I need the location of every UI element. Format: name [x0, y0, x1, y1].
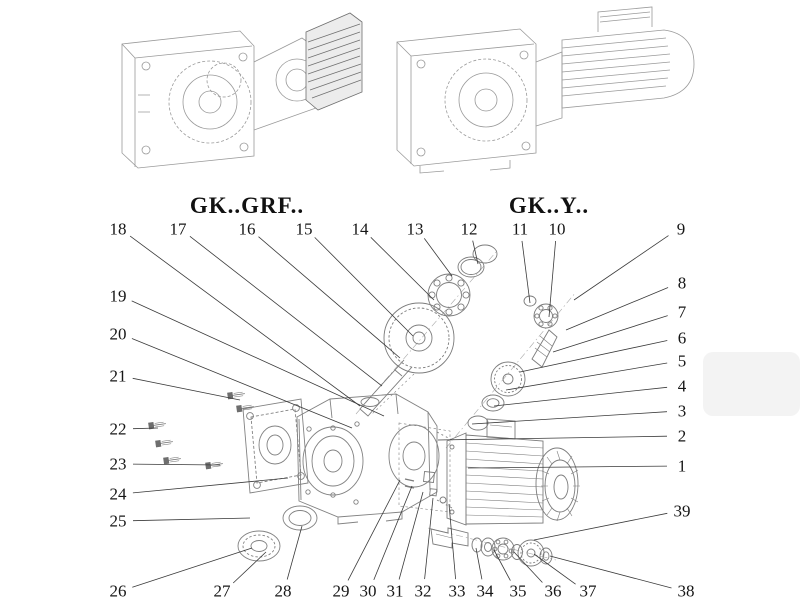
part-number-12: 12 — [460, 219, 478, 239]
leader-line-22 — [132, 427, 159, 430]
part-number-6: 6 — [677, 328, 687, 348]
leader-line-20 — [131, 338, 353, 429]
leader-line-16 — [258, 236, 401, 359]
part-number-13: 13 — [406, 219, 424, 239]
leader-line-17 — [189, 235, 383, 387]
motor-fins — [561, 29, 695, 109]
watermark-smudge — [703, 352, 800, 416]
leader-line-12 — [472, 240, 479, 265]
leader-line-37 — [533, 553, 576, 585]
leader-line-14 — [370, 237, 435, 301]
leader-line-38 — [549, 555, 672, 589]
leader-line-13 — [423, 238, 453, 277]
gearbox-grf-drawing — [121, 12, 363, 169]
terminal-box — [597, 6, 653, 32]
flange-plate-drawing — [242, 398, 309, 494]
part-number-31: 31 — [386, 581, 404, 600]
part-number-35: 35 — [509, 581, 527, 600]
part-number-19: 19 — [109, 286, 127, 306]
seal-rings-drawing — [237, 505, 318, 562]
leader-line-29 — [347, 479, 401, 581]
part-number-11: 11 — [511, 219, 529, 239]
leader-line-30 — [373, 485, 413, 581]
leader-line-9 — [573, 235, 669, 301]
part-number-18: 18 — [109, 219, 127, 239]
part-number-10: 10 — [548, 219, 566, 239]
part-number-2: 2 — [677, 426, 687, 446]
part-number-33: 33 — [448, 581, 466, 600]
part-number-30: 30 — [359, 581, 377, 600]
gear-shaft-assembly-drawing — [355, 244, 498, 417]
part-number-15: 15 — [295, 219, 313, 239]
leader-line-26 — [132, 547, 253, 588]
part-number-32: 32 — [414, 581, 432, 600]
output-shaft-assembly-drawing — [427, 527, 557, 567]
leader-line-34 — [475, 547, 483, 580]
part-number-29: 29 — [332, 581, 350, 600]
part-number-14: 14 — [351, 219, 369, 239]
variant-label-gk-grf: GK..GRF.. — [189, 193, 305, 218]
part-number-3: 3 — [677, 401, 687, 421]
leader-line-24 — [132, 477, 289, 494]
part-number-16: 16 — [238, 219, 256, 239]
bearing-balls — [428, 274, 470, 316]
gearbox-y-drawing — [396, 6, 695, 174]
part-number-7: 7 — [677, 302, 687, 322]
motor-drawing — [446, 418, 580, 526]
part-number-21: 21 — [109, 366, 127, 386]
leader-line-27 — [232, 551, 267, 584]
part-number-25: 25 — [109, 511, 127, 531]
leader-lines — [129, 235, 672, 589]
part-number-4: 4 — [677, 376, 687, 396]
screws-drawing — [148, 390, 255, 470]
part-number-39: 39 — [673, 501, 691, 521]
leader-line-28 — [286, 525, 303, 580]
part-number-1: 1 — [677, 456, 687, 476]
leader-line-7 — [552, 315, 668, 353]
part-number-27: 27 — [213, 581, 231, 600]
leader-line-39 — [533, 512, 668, 541]
part-number-9: 9 — [676, 219, 686, 239]
leader-line-25 — [132, 517, 251, 522]
leader-line-36 — [513, 551, 543, 583]
part-number-38: 38 — [677, 581, 695, 600]
leader-line-23 — [132, 463, 221, 466]
leader-line-4 — [493, 386, 668, 407]
mounting-parts-drawing — [398, 422, 451, 513]
leader-line-1 — [467, 465, 668, 469]
part-number-8: 8 — [677, 273, 687, 293]
part-number-34: 34 — [476, 581, 494, 600]
housing-drawing — [296, 393, 453, 525]
leader-line-3 — [471, 411, 668, 425]
leader-line-32 — [424, 497, 434, 580]
part-number-5: 5 — [677, 351, 687, 371]
part-number-23: 23 — [109, 454, 127, 474]
leader-line-10 — [548, 240, 556, 318]
leader-line-6 — [519, 340, 668, 373]
part-number-26: 26 — [109, 581, 127, 600]
leader-line-19 — [131, 300, 385, 417]
variant-label-gk-y: GK..Y.. — [508, 193, 590, 218]
part-number-24: 24 — [109, 484, 127, 504]
part-number-28: 28 — [274, 581, 292, 600]
leader-line-18 — [129, 235, 361, 407]
leader-line-21 — [132, 377, 241, 401]
leader-line-8 — [565, 287, 669, 331]
leader-line-2 — [437, 435, 668, 441]
leader-line-35 — [493, 549, 511, 581]
leader-line-5 — [505, 362, 668, 391]
pinion-assembly-drawing — [445, 291, 577, 449]
input-fin-cover — [305, 12, 363, 111]
leader-line-33 — [448, 503, 456, 580]
part-number-37: 37 — [579, 581, 597, 600]
part-number-17: 17 — [169, 219, 187, 239]
leader-line-31 — [398, 491, 424, 580]
leader-line-15 — [314, 237, 414, 337]
part-number-20: 20 — [109, 324, 127, 344]
part-number-36: 36 — [544, 581, 562, 600]
part-number-22: 22 — [109, 419, 127, 439]
leader-line-11 — [521, 240, 531, 304]
